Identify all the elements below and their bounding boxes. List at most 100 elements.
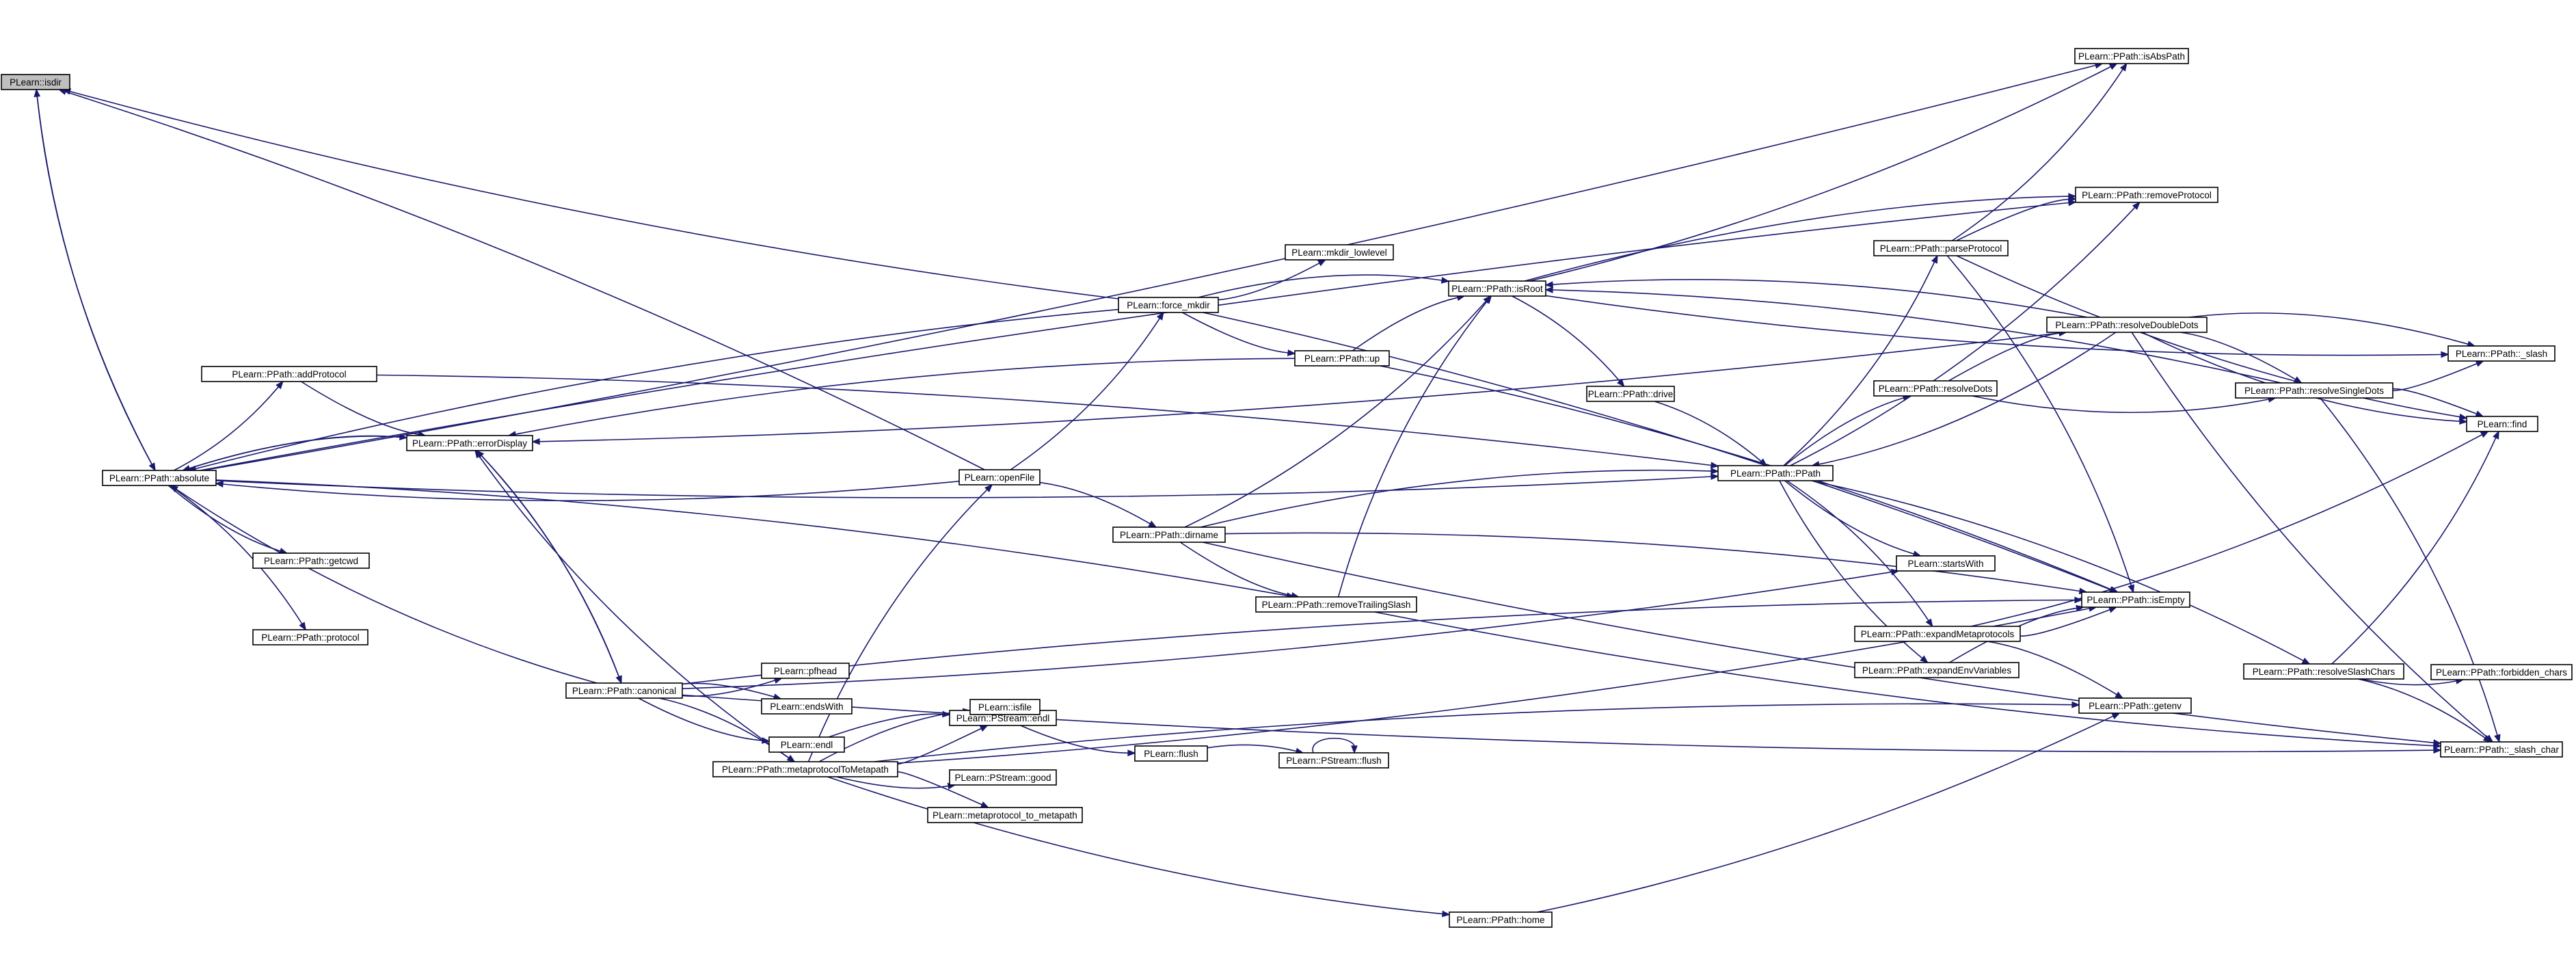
- node-box: [252, 629, 368, 645]
- node-label: PLearn::PPath::dirname: [1120, 530, 1218, 540]
- edge-line: [479, 455, 795, 762]
- edge-up-to-errorDisplay: [507, 358, 1296, 438]
- node-endl[interactable]: PLearn::endl: [768, 736, 845, 753]
- edge-resolveSlashChars-to-slash_char: [2358, 678, 2492, 743]
- node-canonical[interactable]: PLearn::PPath::canonical: [565, 682, 683, 699]
- node-drive[interactable]: PLearn::PPath::drive: [1586, 386, 1675, 402]
- arrowhead: [980, 801, 990, 808]
- node-endsWith[interactable]: PLearn::endsWith: [761, 698, 853, 715]
- node-flush[interactable]: PLearn::flush: [1134, 745, 1208, 762]
- edge-line: [1545, 295, 2442, 356]
- node-protocol[interactable]: PLearn::PPath::protocol: [252, 629, 368, 645]
- node-expandMetaprotocols[interactable]: PLearn::PPath::expandMetaprotocols: [1854, 626, 2021, 642]
- node-find[interactable]: PLearn::find: [2466, 416, 2538, 432]
- edge-line: [1537, 715, 2114, 913]
- node-startsWith[interactable]: PLearn::startsWith: [1896, 555, 1996, 572]
- node-isfile[interactable]: PLearn::isfile: [969, 699, 1041, 715]
- node-up[interactable]: PLearn::PPath::up: [1294, 350, 1390, 366]
- node-isEmpty[interactable]: PLearn::PPath::isEmpty: [2081, 591, 2190, 608]
- arrowhead: [474, 449, 483, 459]
- node-box: [969, 699, 1041, 715]
- edge-line: [2360, 678, 2457, 686]
- node-isRoot[interactable]: PLearn::PPath::isRoot: [1448, 280, 1546, 297]
- node-removeTrailingSlash[interactable]: PLearn::PPath::removeTrailingSlash: [1255, 596, 1417, 613]
- edge-line: [1987, 641, 2117, 695]
- node-label: PLearn::PPath::canonical: [572, 686, 676, 696]
- edge-line: [2188, 312, 2469, 345]
- arrowhead: [1710, 473, 1719, 480]
- node-metaprotocol_to_metapath[interactable]: PLearn::metaprotocol_to_metapath: [927, 807, 1083, 823]
- node-errorDisplay[interactable]: PLearn::PPath::errorDisplay: [406, 435, 533, 451]
- node-getcwd[interactable]: PLearn::PPath::getcwd: [252, 552, 370, 569]
- node-pstream_flush[interactable]: PLearn::PStream::flush: [1278, 752, 1389, 769]
- edge-resolveDots-to-resolveDoubleDots: [1948, 330, 2067, 382]
- node-resolveDoubleDots[interactable]: PLearn::PPath::resolveDoubleDots: [2046, 317, 2208, 333]
- edge-line: [176, 488, 598, 684]
- edge-line: [1552, 279, 2087, 318]
- node-slash_char[interactable]: PLearn::PPath::_slash_char: [2440, 741, 2563, 758]
- node-isdir[interactable]: PLearn::isdir: [1, 74, 70, 90]
- node-box: [1294, 350, 1390, 366]
- edge-line: [1956, 198, 2069, 241]
- node-box: [1118, 297, 1219, 313]
- edge-line: [476, 450, 620, 677]
- arrowhead: [1317, 259, 1327, 267]
- node-slash[interactable]: PLearn::PPath::_slash: [2447, 345, 2555, 362]
- edge-resolveSingleDots-to-slash: [2392, 360, 2484, 392]
- node-resolveSlashChars[interactable]: PLearn::PPath::resolveSlashChars: [2243, 663, 2404, 680]
- edge-line: [1374, 611, 2434, 747]
- node-force_mkdir[interactable]: PLearn::force_mkdir: [1118, 297, 1219, 313]
- arrowhead: [1920, 655, 1929, 664]
- node-getenv[interactable]: PLearn::PPath::getenv: [2078, 697, 2192, 714]
- node-metaprotocolToMetapath[interactable]: PLearn::PPath::metaprotocolToMetapath: [712, 761, 898, 777]
- node-label: PLearn::PPath::isAbsPath: [2078, 51, 2185, 62]
- node-absolute[interactable]: PLearn::PPath::absolute: [102, 470, 217, 486]
- node-label: PLearn::PPath::resolveDots: [1879, 384, 1993, 394]
- edge-pstream_flush-to-pstream_flush: [1312, 737, 1358, 754]
- node-pfhead[interactable]: PLearn::pfhead: [761, 663, 850, 679]
- edge-line: [222, 481, 960, 502]
- node-label: PLearn::mkdir_lowlevel: [1291, 248, 1387, 258]
- node-box: [2466, 416, 2538, 432]
- node-dirname[interactable]: PLearn::PPath::dirname: [1112, 526, 1226, 543]
- node-resolveSingleDots[interactable]: PLearn::PPath::resolveSingleDots: [2235, 382, 2393, 399]
- edge-line: [1179, 542, 1292, 596]
- node-openFile[interactable]: PLearn::openFile: [958, 469, 1041, 485]
- arrowhead: [2068, 196, 2077, 203]
- node-mkdir_lowlevel[interactable]: PLearn::mkdir_lowlevel: [1285, 244, 1394, 261]
- edge-line: [2392, 388, 2477, 415]
- node-label: PLearn::PPath::expandMetaprotocols: [1861, 629, 2015, 639]
- node-forbidden_chars[interactable]: PLearn::PPath::forbidden_chars: [2430, 664, 2573, 680]
- arrowhead: [1925, 618, 1933, 628]
- node-home[interactable]: PLearn::PPath::home: [1449, 911, 1553, 928]
- node-box: [1854, 662, 2020, 678]
- node-label: PLearn::openFile: [965, 472, 1035, 483]
- edge-line: [2180, 332, 2296, 380]
- edge-line: [300, 381, 419, 436]
- arrowhead: [2475, 410, 2484, 417]
- node-resolveDots[interactable]: PLearn::PPath::resolveDots: [1873, 380, 1998, 397]
- node-good[interactable]: PLearn::PStream::good: [949, 769, 1057, 786]
- node-parseProtocol[interactable]: PLearn::PPath::parseProtocol: [1873, 240, 2009, 256]
- node-removeProtocol[interactable]: PLearn::PPath::removeProtocol: [2075, 187, 2218, 203]
- node-box: [201, 366, 377, 382]
- node-label: PLearn::endsWith: [770, 702, 843, 712]
- node-label: PLearn::PPath::protocol: [261, 632, 359, 643]
- arrowhead: [1127, 749, 1136, 757]
- node-addProtocol[interactable]: PLearn::PPath::addProtocol: [201, 366, 377, 382]
- arrowhead: [299, 622, 306, 631]
- edge-force_mkdir-to-mkdir_lowlevel: [1218, 259, 1327, 301]
- edge-absolute-to-errorDisplay: [183, 434, 408, 471]
- node-box: [949, 769, 1057, 786]
- node-isAbsPath[interactable]: PLearn::PPath::isAbsPath: [2074, 48, 2189, 64]
- arrowhead: [979, 725, 989, 732]
- edge-line: [638, 697, 763, 741]
- node-expandEnvVariables[interactable]: PLearn::PPath::expandEnvVariables: [1854, 662, 2020, 678]
- edge-resolveSingleDots-to-find: [2392, 388, 2484, 417]
- edge-absolute-to-isdir: [33, 88, 156, 471]
- edge-addProtocol-to-PPath: [376, 374, 1719, 469]
- node-box: [927, 807, 1083, 823]
- node-label: PLearn::PPath::resolveDoubleDots: [2055, 320, 2199, 330]
- node-PPath[interactable]: PLearn::PPath::PPath: [1717, 465, 1834, 481]
